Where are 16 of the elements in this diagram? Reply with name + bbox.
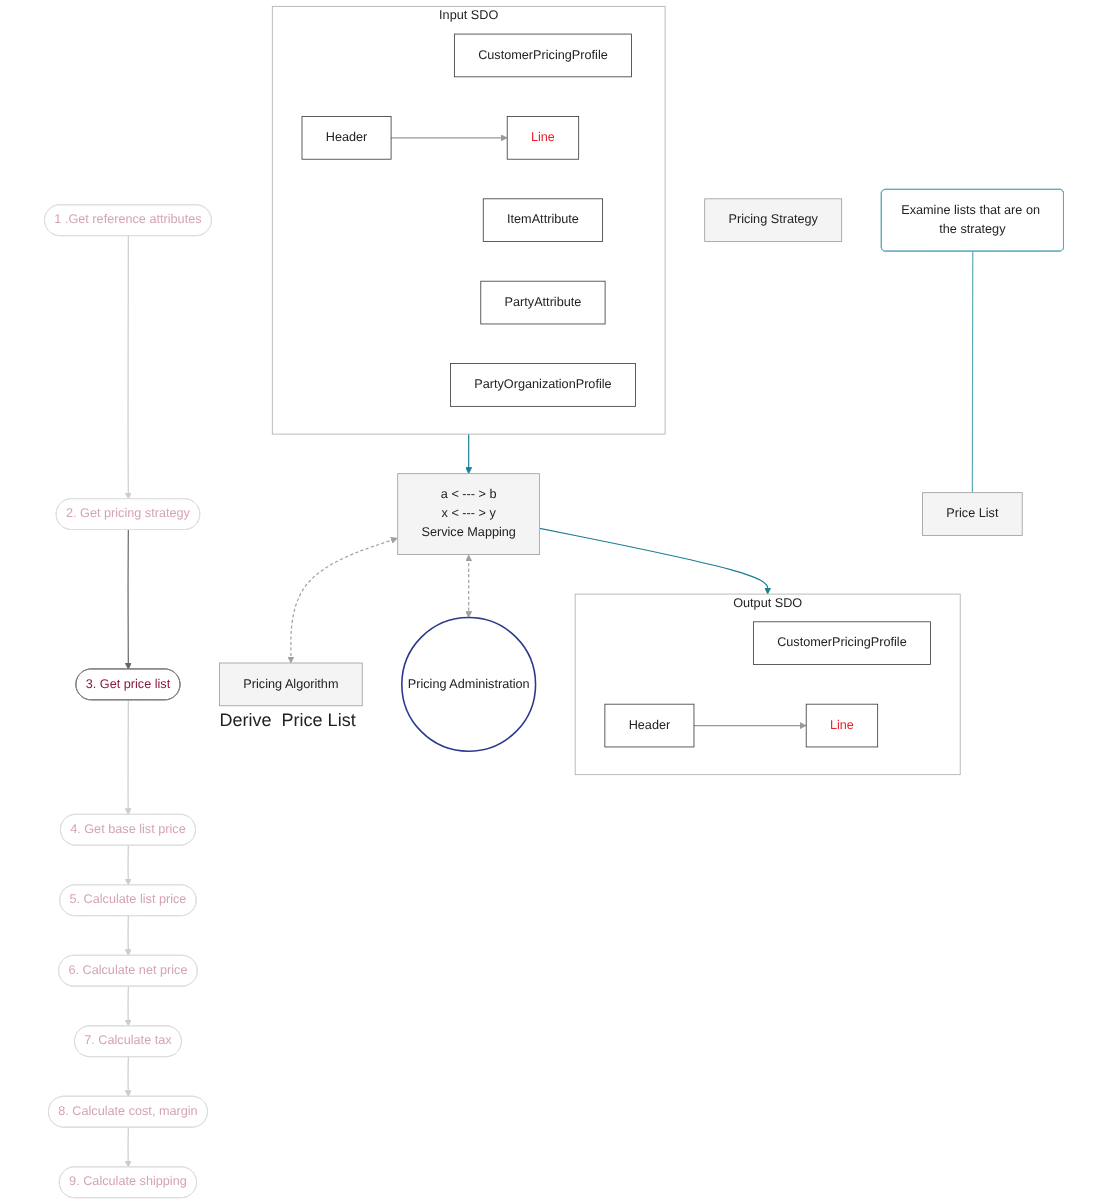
connector xyxy=(971,250,974,494)
arrow xyxy=(124,529,132,670)
arrow xyxy=(124,1126,132,1168)
arrow xyxy=(124,1056,132,1097)
arrow xyxy=(124,844,132,886)
arrow xyxy=(539,527,772,595)
arrow xyxy=(465,433,473,474)
arrow xyxy=(124,235,132,500)
arrow xyxy=(287,536,398,664)
node-caption: Derive Price List xyxy=(219,709,356,730)
arrow xyxy=(124,985,132,1027)
arrow xyxy=(465,554,473,618)
arrow xyxy=(693,722,807,730)
arrow xyxy=(390,134,508,142)
arrow xyxy=(124,699,132,815)
arrow xyxy=(124,915,132,956)
